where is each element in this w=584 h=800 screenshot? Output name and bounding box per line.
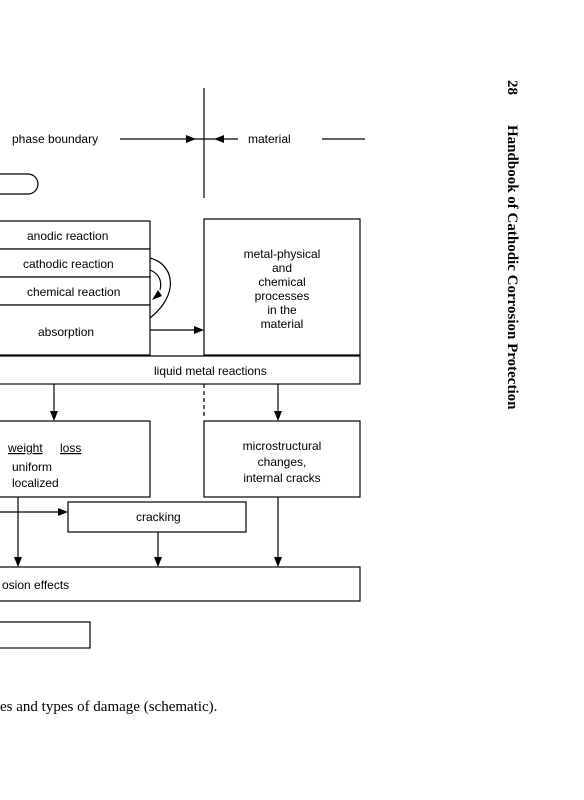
anodic-reaction-label: anodic reaction [27, 229, 108, 243]
cathodic-reaction-box [0, 248, 151, 278]
running-header: 28 Handbook of Cathodic Corrosion Protec… [503, 80, 520, 409]
absorption-label: absorption [38, 325, 94, 339]
arrowhead-into-cracking [58, 508, 68, 516]
microstructural-line-3: internal cracks [243, 471, 320, 485]
page-number: 28 [504, 80, 520, 95]
metal-physical-line-4: processes [255, 289, 310, 303]
microstructural-box [203, 420, 361, 498]
metal-physical-box [203, 218, 361, 356]
arrow-right-head [186, 135, 196, 143]
arrowhead-absorption [194, 326, 204, 334]
microstructural-line-1: microstructural [243, 439, 322, 453]
cathodic-reaction-label: cathodic reaction [23, 257, 114, 271]
phase-boundary-label: phase boundary [12, 132, 98, 146]
corrosion-effects-label: osion effects [2, 578, 69, 592]
partial-rounded-box [0, 173, 39, 195]
arrow-left-head [214, 135, 224, 143]
anodic-reaction-box [0, 220, 151, 250]
material-label: material [248, 132, 291, 146]
loss-label: loss [60, 441, 81, 455]
figure-caption: es and types of damage (schematic). [0, 699, 218, 715]
curved-arrowhead [152, 290, 162, 300]
liquid-metal-reactions-label: liquid metal reactions [154, 364, 267, 378]
curved-arrow-outer [149, 257, 171, 319]
metal-physical-line-6: material [261, 317, 304, 331]
metal-physical-line-3: chemical [258, 275, 305, 289]
liquid-metal-reactions-box [0, 355, 361, 385]
arrowhead-down-left [50, 411, 58, 421]
uniform-label: uniform [12, 460, 52, 474]
microstructural-line-2: changes, [258, 455, 307, 469]
cracking-box [67, 501, 247, 533]
corrosion-effects-box [0, 566, 361, 602]
metal-physical-line-5: in the [267, 303, 297, 317]
curved-arrow-inner [149, 269, 162, 291]
empty-bottom-box [0, 621, 91, 649]
arrowhead-weight [14, 557, 22, 567]
running-title: Handbook of Cathodic Corrosion Protectio… [504, 125, 520, 410]
arrowhead-down-right [274, 411, 282, 421]
cracking-label: cracking [136, 510, 181, 524]
weight-loss-box [0, 420, 151, 498]
arrowhead-cracking [154, 557, 162, 567]
weight-label: weight [7, 441, 43, 455]
metal-physical-line-2: and [272, 261, 292, 275]
arrowhead-micro [274, 557, 282, 567]
chemical-reaction-box [0, 276, 151, 306]
chemical-reaction-label: chemical reaction [27, 285, 120, 299]
localized-label: localized [12, 476, 59, 490]
metal-physical-line-1: metal-physical [244, 247, 321, 261]
